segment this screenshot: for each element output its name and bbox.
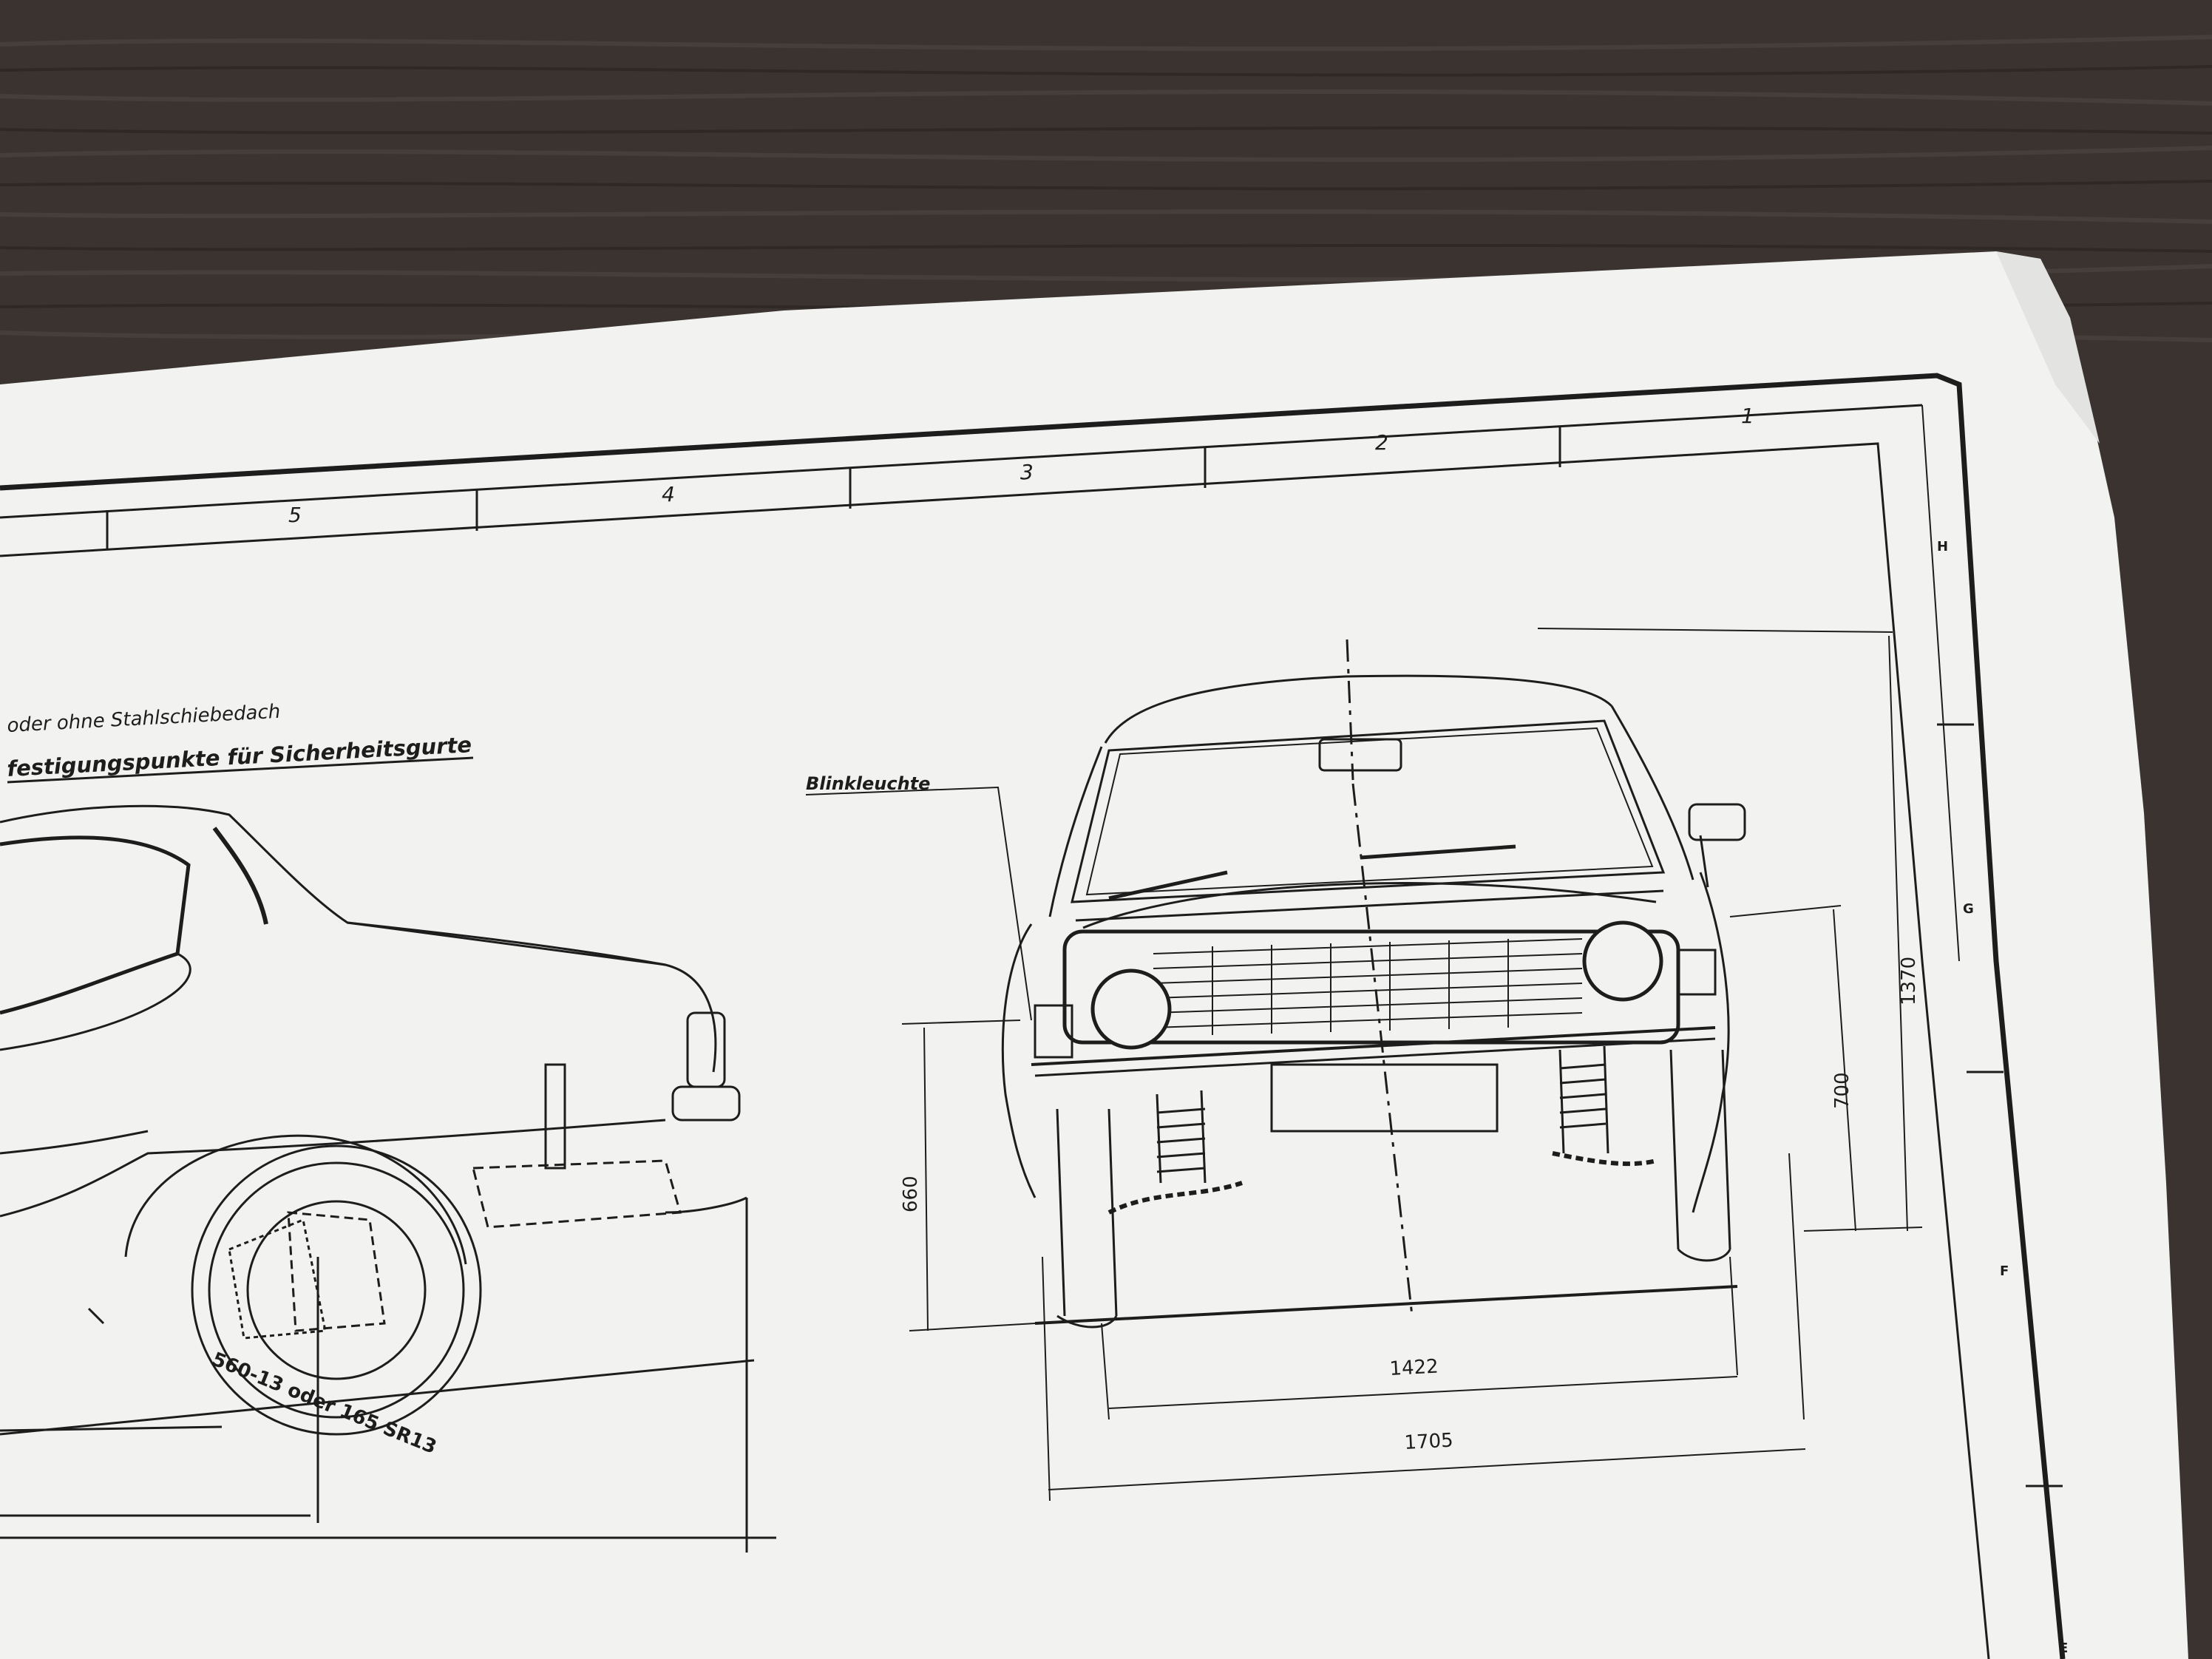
dimension-overall-height: 1370: [1898, 957, 1920, 1005]
license-plate: [1270, 1063, 1499, 1133]
row-letter-h: H: [1937, 539, 1948, 554]
right-headlight: [1582, 920, 1663, 1002]
zone-number-3: 3: [1020, 460, 1034, 484]
rear-wheel: [191, 1144, 482, 1436]
zone-number-4: 4: [662, 482, 675, 506]
zone-number-2: 2: [1375, 430, 1388, 455]
paper: [0, 251, 2188, 1659]
row-letter-f: F: [2000, 1263, 2009, 1279]
outer-border-line: [0, 373, 2066, 1659]
zone-strip-right: [1921, 404, 1960, 962]
row-letter-e: E: [2059, 1641, 2068, 1656]
dimension-front-height: 660: [900, 1175, 922, 1212]
row-letter-g: G: [1963, 901, 1974, 917]
zone-number-1: 1: [1741, 404, 1754, 428]
inner-border-line: [0, 442, 1990, 1659]
left-headlight: [1090, 968, 1172, 1050]
zone-number-5: 5: [288, 503, 302, 527]
dimension-light-height: 700: [1831, 1072, 1853, 1109]
side-view-drawing: [0, 804, 776, 1553]
blinker-callout: Blinkleuchte: [806, 773, 930, 794]
zone-strip-top: [0, 404, 1923, 519]
dimension-overall-width: 1705: [1404, 1430, 1454, 1454]
dimension-track-width: 1422: [1389, 1356, 1439, 1380]
front-view-drawing: [1001, 639, 1746, 1329]
